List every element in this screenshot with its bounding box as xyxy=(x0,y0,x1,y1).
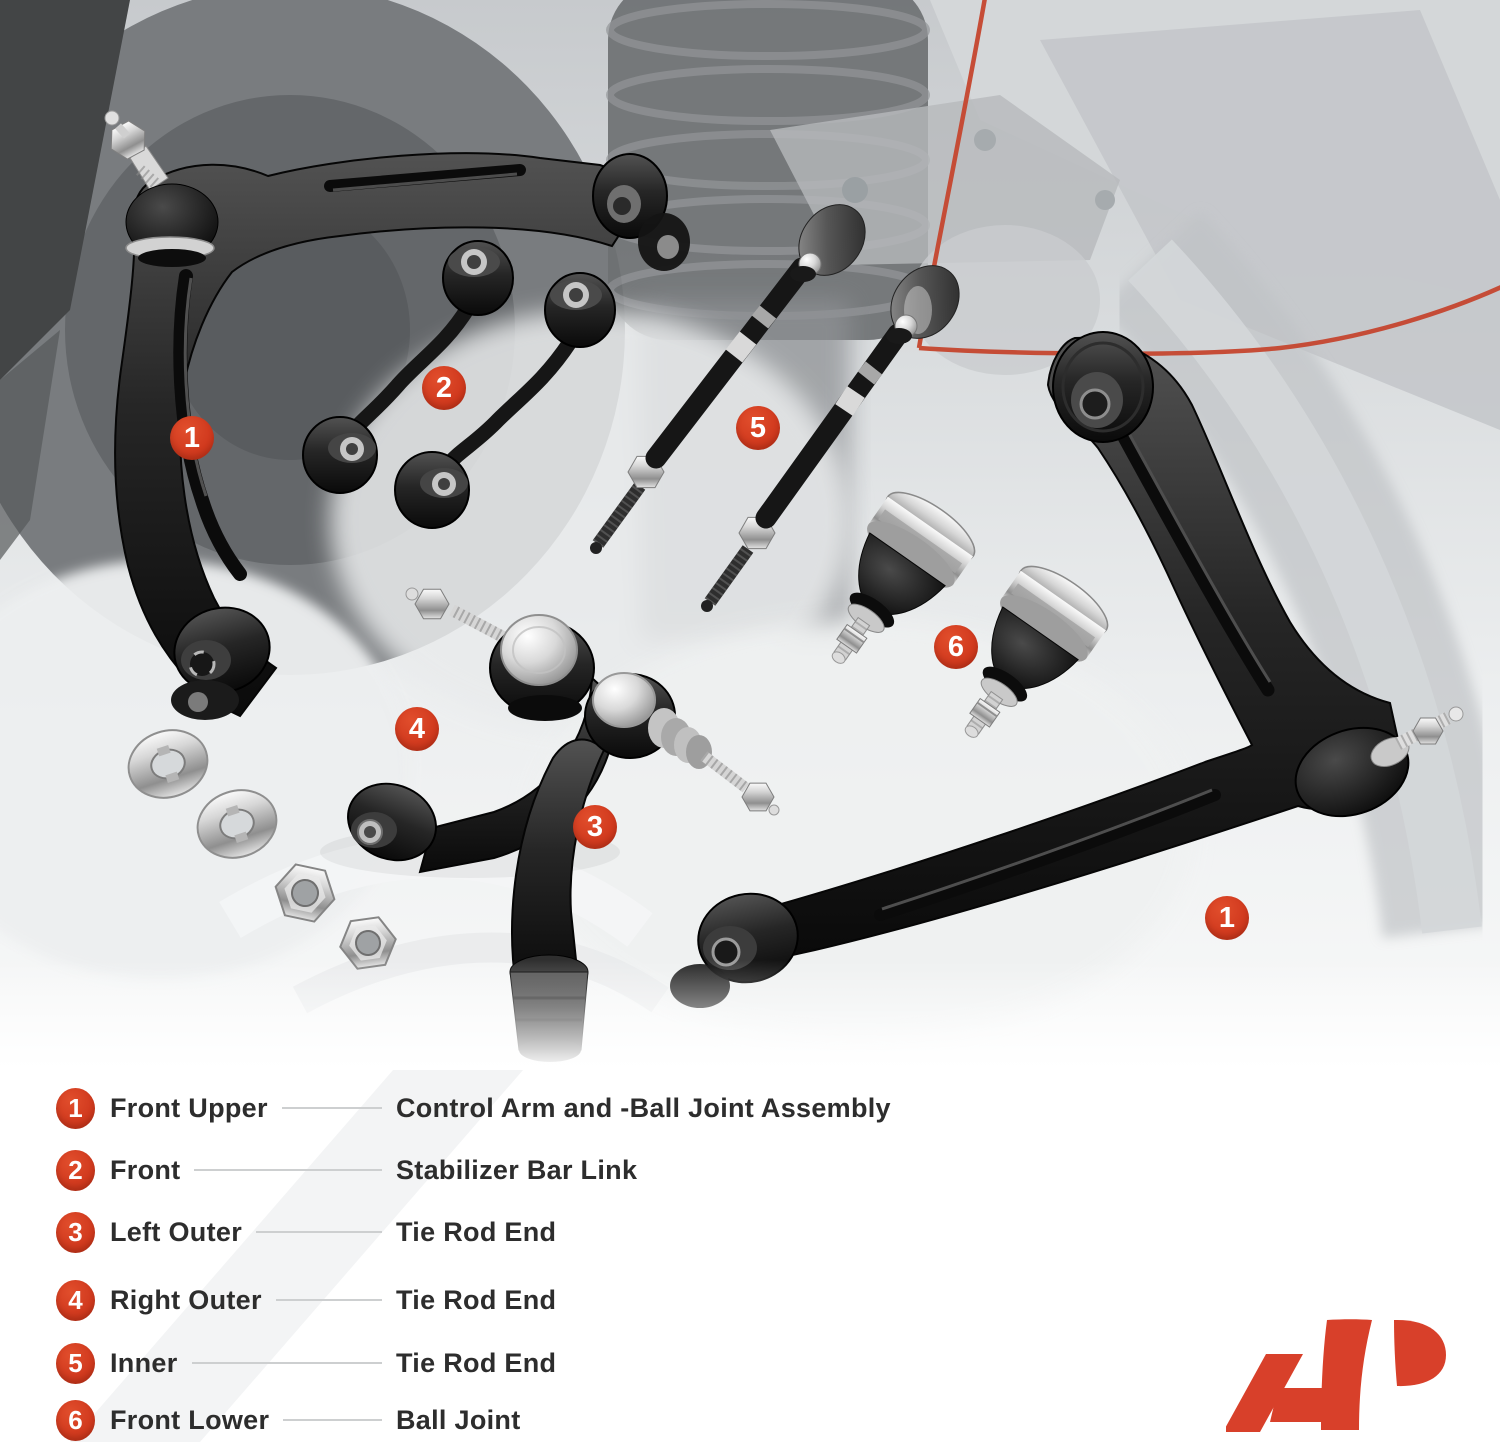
legend-badge: 1 xyxy=(56,1087,95,1129)
legend-row: 2 Front Stabilizer Bar Link xyxy=(56,1147,637,1193)
legend-badge: 4 xyxy=(56,1279,95,1321)
part-stabilizer-links xyxy=(302,240,616,529)
legend-badge: 6 xyxy=(56,1399,95,1441)
legend-description: Tie Rod End xyxy=(396,1347,557,1378)
legend-divider xyxy=(283,1419,382,1421)
legend-divider xyxy=(191,1362,382,1364)
legend-label: Front Lower xyxy=(110,1404,270,1435)
legend-row: 3 Left Outer Tie Rod End xyxy=(56,1209,556,1255)
legend-badge: 3 xyxy=(56,1211,95,1253)
legend-description: Ball Joint xyxy=(396,1404,521,1435)
figure-badge-6: 6 xyxy=(934,625,978,669)
legend-label: Right Outer xyxy=(110,1284,262,1315)
figure-badge-5: 5 xyxy=(736,406,780,450)
figure-badge-1-left: 1 xyxy=(170,416,214,460)
legend-label: Inner xyxy=(110,1347,178,1378)
legend-badge: 2 xyxy=(56,1149,95,1191)
legend-divider xyxy=(275,1299,382,1301)
legend-divider xyxy=(256,1231,382,1233)
legend-description: Control Arm and -Ball Joint Assembly xyxy=(396,1092,891,1123)
legend-row: 4 Right Outer Tie Rod End xyxy=(56,1277,556,1323)
part-upper-control-arm-left xyxy=(104,110,690,720)
figure-badge-2: 2 xyxy=(422,366,466,410)
legend-badge: 5 xyxy=(56,1342,95,1384)
legend-description: Stabilizer Bar Link xyxy=(396,1154,638,1185)
legend-row: 1 Front Upper Control Arm and -Ball Join… xyxy=(56,1085,891,1131)
part-inner-tie-rods xyxy=(590,204,960,612)
legend-description: Tie Rod End xyxy=(396,1284,557,1315)
brand-logo xyxy=(1226,1319,1446,1432)
legend-divider xyxy=(281,1107,382,1109)
photo-fade xyxy=(0,960,1500,1070)
legend-row: 5 Inner Tie Rod End xyxy=(56,1340,556,1386)
legend-row: 6 Front Lower Ball Joint xyxy=(56,1397,521,1442)
suspension-photo xyxy=(0,0,1500,1070)
figure-badge-1-right: 1 xyxy=(1205,896,1249,940)
part-washers-nuts xyxy=(127,729,397,970)
legend-label: Left Outer xyxy=(110,1216,243,1247)
legend-label: Front xyxy=(110,1154,181,1185)
legend-description: Tie Rod End xyxy=(396,1216,557,1247)
figure-badge-4: 4 xyxy=(395,707,439,751)
legend-label: Front Upper xyxy=(110,1092,268,1123)
legend-watermark xyxy=(70,1062,530,1442)
legend-divider xyxy=(194,1169,382,1171)
figure-badge-3: 3 xyxy=(573,805,617,849)
